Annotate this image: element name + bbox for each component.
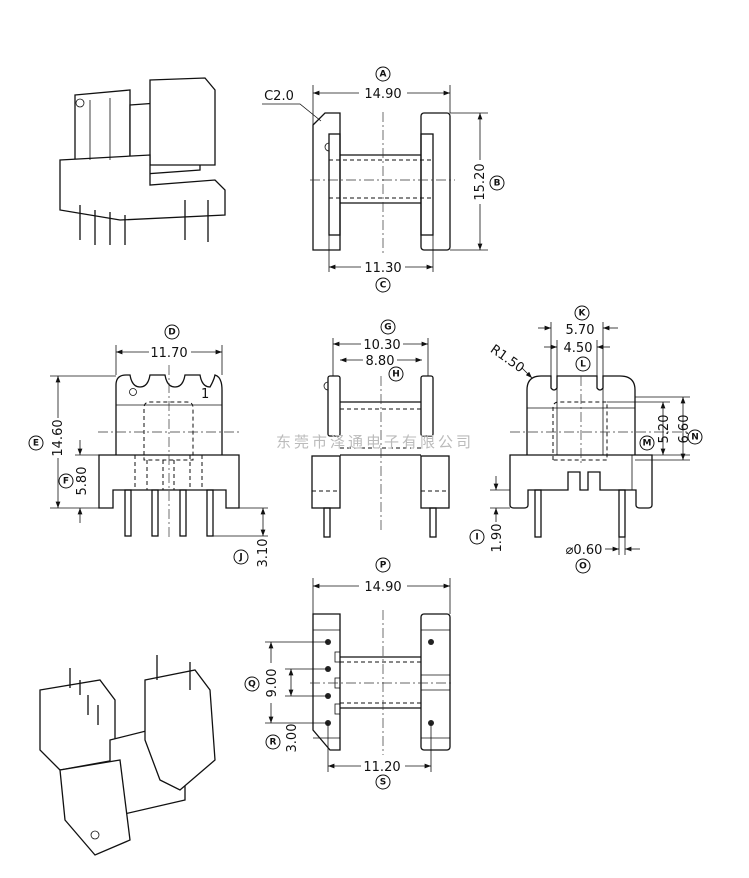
letter-marker-circle-g (380, 319, 396, 335)
dim-i-value: 1.90 (490, 524, 505, 553)
isometric-view-top (59, 77, 226, 245)
letter-marker-circle-p (375, 557, 391, 573)
dim-a-value: 14.90 (364, 87, 401, 102)
letter-marker-circle-i (469, 529, 485, 545)
letter-marker-a: A (380, 70, 387, 80)
right-view (490, 322, 690, 555)
dim-b-value: 15.20 (473, 163, 488, 200)
letter-marker-h: H (392, 370, 400, 380)
dim-o-value: ⌀0.60 (566, 543, 603, 558)
front-view: 1 (50, 345, 268, 540)
letter-marker-circle-h (388, 366, 404, 382)
letter-marker-b: B (494, 179, 501, 189)
letter-marker-e: E (33, 439, 39, 449)
pin1-mark: 1 (201, 387, 209, 402)
letter-marker-circle-j (233, 549, 249, 565)
dim-h-value: 8.80 (366, 354, 395, 369)
letter-marker-p: P (380, 561, 387, 571)
dim-f-value: 5.80 (75, 467, 90, 496)
dim-l-value: 4.50 (564, 341, 593, 356)
letter-marker-q: Q (248, 680, 256, 690)
dim-d-value: 11.70 (150, 346, 187, 361)
letter-marker-circle-s (375, 774, 391, 790)
letter-marker-circle-k (574, 305, 590, 321)
top-view (262, 85, 488, 272)
letter-marker-circle-l (575, 356, 591, 372)
letter-marker-circle-c (375, 277, 391, 293)
dim-s-value: 11.20 (363, 760, 400, 775)
letter-marker-r: R (270, 738, 277, 748)
dim-m-value: 5.20 (657, 415, 672, 444)
letter-marker-circle-a (375, 66, 391, 82)
dim-j-value: 3.10 (256, 539, 271, 568)
dimension-letter-markers: A B C D E F G H I J K L M N O P Q R S (28, 66, 703, 790)
letter-marker-s: S (380, 778, 386, 788)
letter-marker-n: N (691, 433, 699, 443)
radius-label: R1.50 (487, 342, 527, 376)
letter-marker-circle-m (639, 435, 655, 451)
letter-marker-circle-b (489, 175, 505, 191)
letter-marker-circle-f (58, 473, 74, 489)
letter-marker-circle-e (28, 435, 44, 451)
letter-marker-g: G (384, 323, 391, 333)
letter-marker-circle-o (575, 558, 591, 574)
dim-g-value: 10.30 (363, 338, 400, 353)
letter-marker-i: I (475, 533, 478, 543)
letter-marker-j: J (238, 553, 242, 563)
dim-k-value: 5.70 (566, 323, 595, 338)
letter-marker-m: M (643, 439, 652, 449)
side-view (311, 338, 450, 538)
letter-marker-circle-n (687, 429, 703, 445)
dim-q-value: 9.00 (265, 669, 280, 698)
letter-marker-circle-r (265, 734, 281, 750)
letter-marker-f: F (63, 477, 69, 487)
letter-marker-d: D (168, 328, 175, 338)
isometric-view-bottom (39, 655, 216, 856)
watermark: 东莞市泽通电子有限公司 (276, 433, 474, 451)
dim-c-value: 11.30 (364, 261, 401, 276)
chamfer-label: C2.0 (264, 89, 294, 104)
dim-r-value: 3.00 (285, 724, 300, 753)
letter-marker-c: C (380, 281, 387, 291)
dim-p-value: 14.90 (364, 580, 401, 595)
letter-marker-l: L (580, 360, 586, 370)
letter-marker-circle-d (164, 324, 180, 340)
letter-marker-circle-q (244, 676, 260, 692)
dim-e-value: 14.60 (51, 419, 66, 456)
letter-marker-o: O (579, 562, 587, 572)
letter-marker-k: K (579, 309, 587, 319)
